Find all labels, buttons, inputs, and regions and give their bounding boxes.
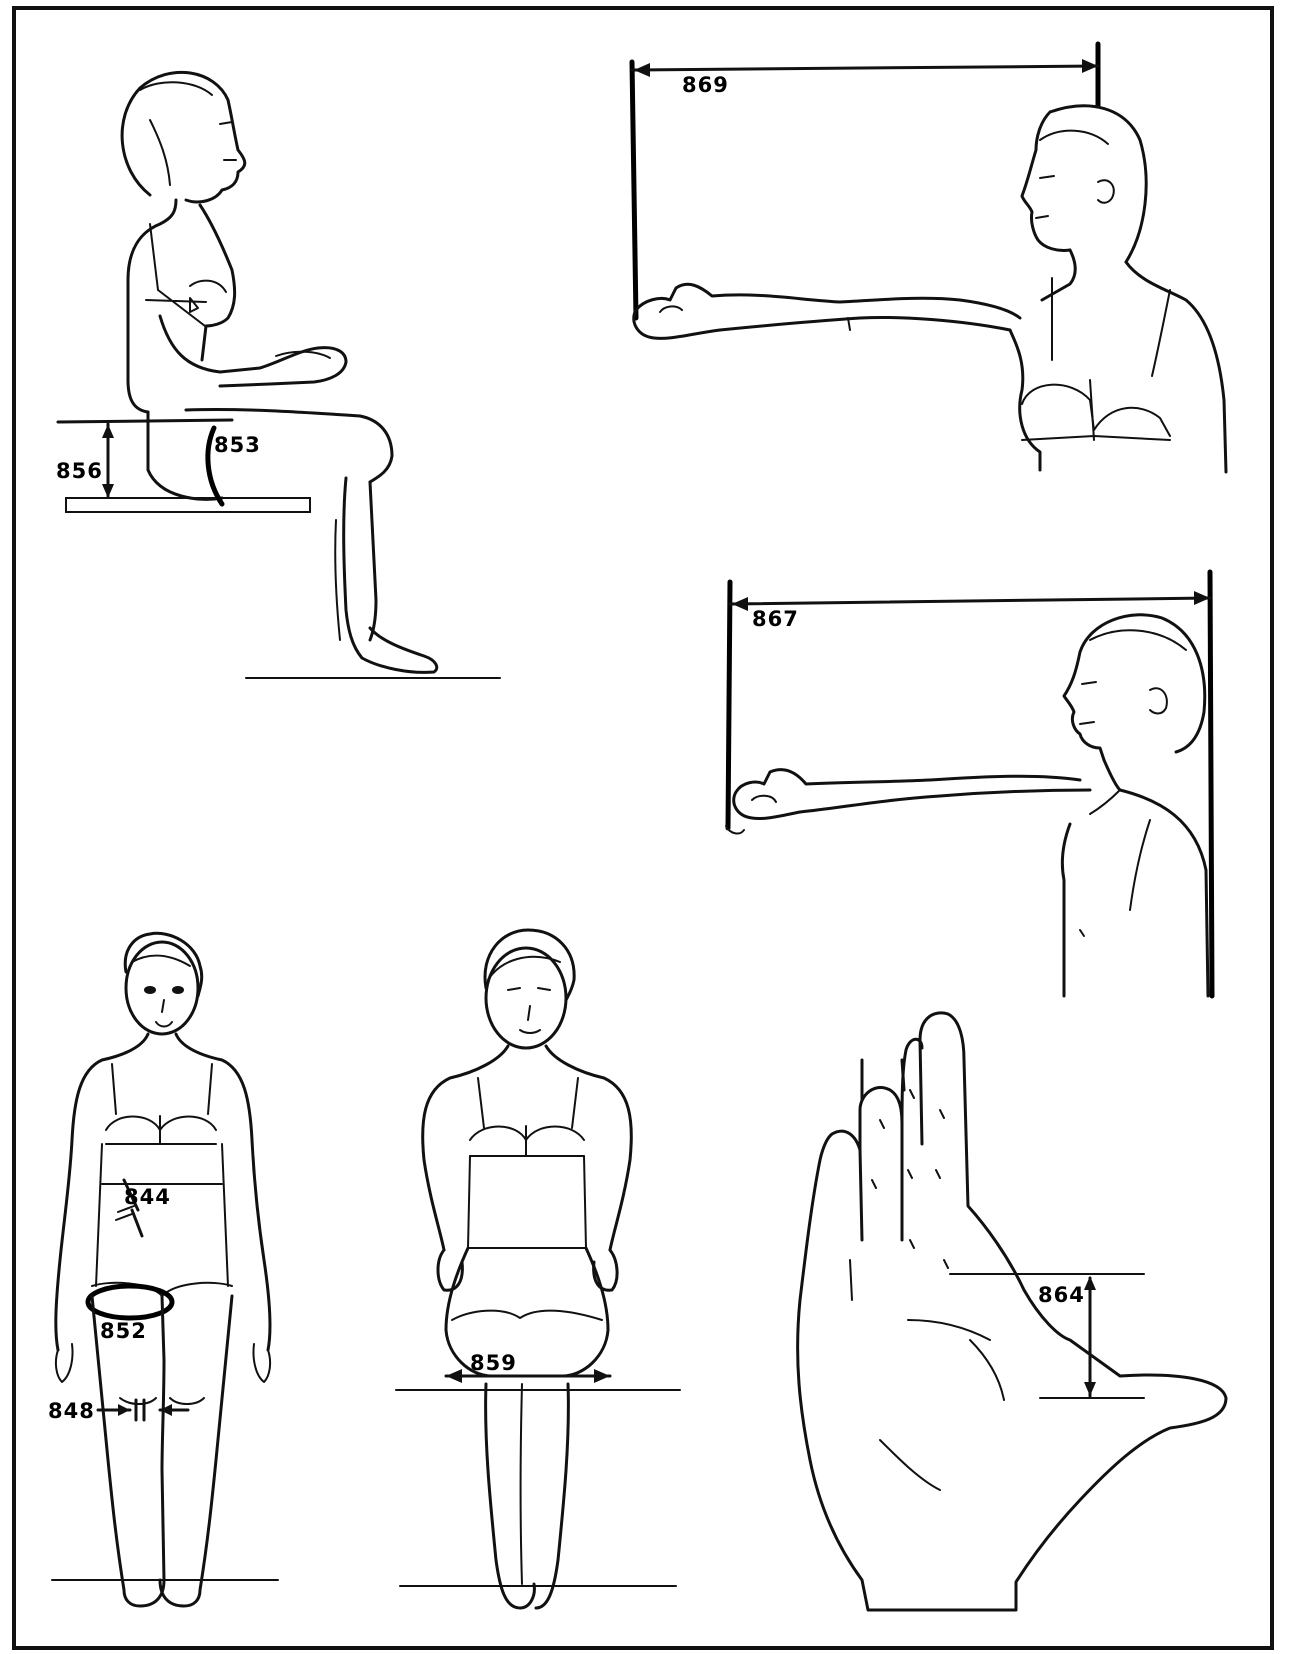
label-869: 869 [682, 73, 729, 97]
figure-arm-reach-male [726, 572, 1212, 996]
page-border [14, 8, 1272, 1648]
figure-standing-front [52, 933, 278, 1606]
label-859: 859 [470, 1351, 517, 1375]
label-844: 844 [124, 1185, 171, 1209]
label-852: 852 [100, 1319, 147, 1343]
label-853: 853 [214, 433, 261, 457]
figure-arm-reach-female [632, 44, 1226, 472]
figure-seated-front [396, 930, 680, 1608]
label-867: 867 [752, 607, 799, 631]
label-856: 856 [56, 459, 103, 483]
figure-hand [798, 1013, 1226, 1610]
label-864: 864 [1038, 1283, 1085, 1307]
figure-seated-side [58, 72, 500, 678]
label-848: 848 [48, 1399, 95, 1423]
